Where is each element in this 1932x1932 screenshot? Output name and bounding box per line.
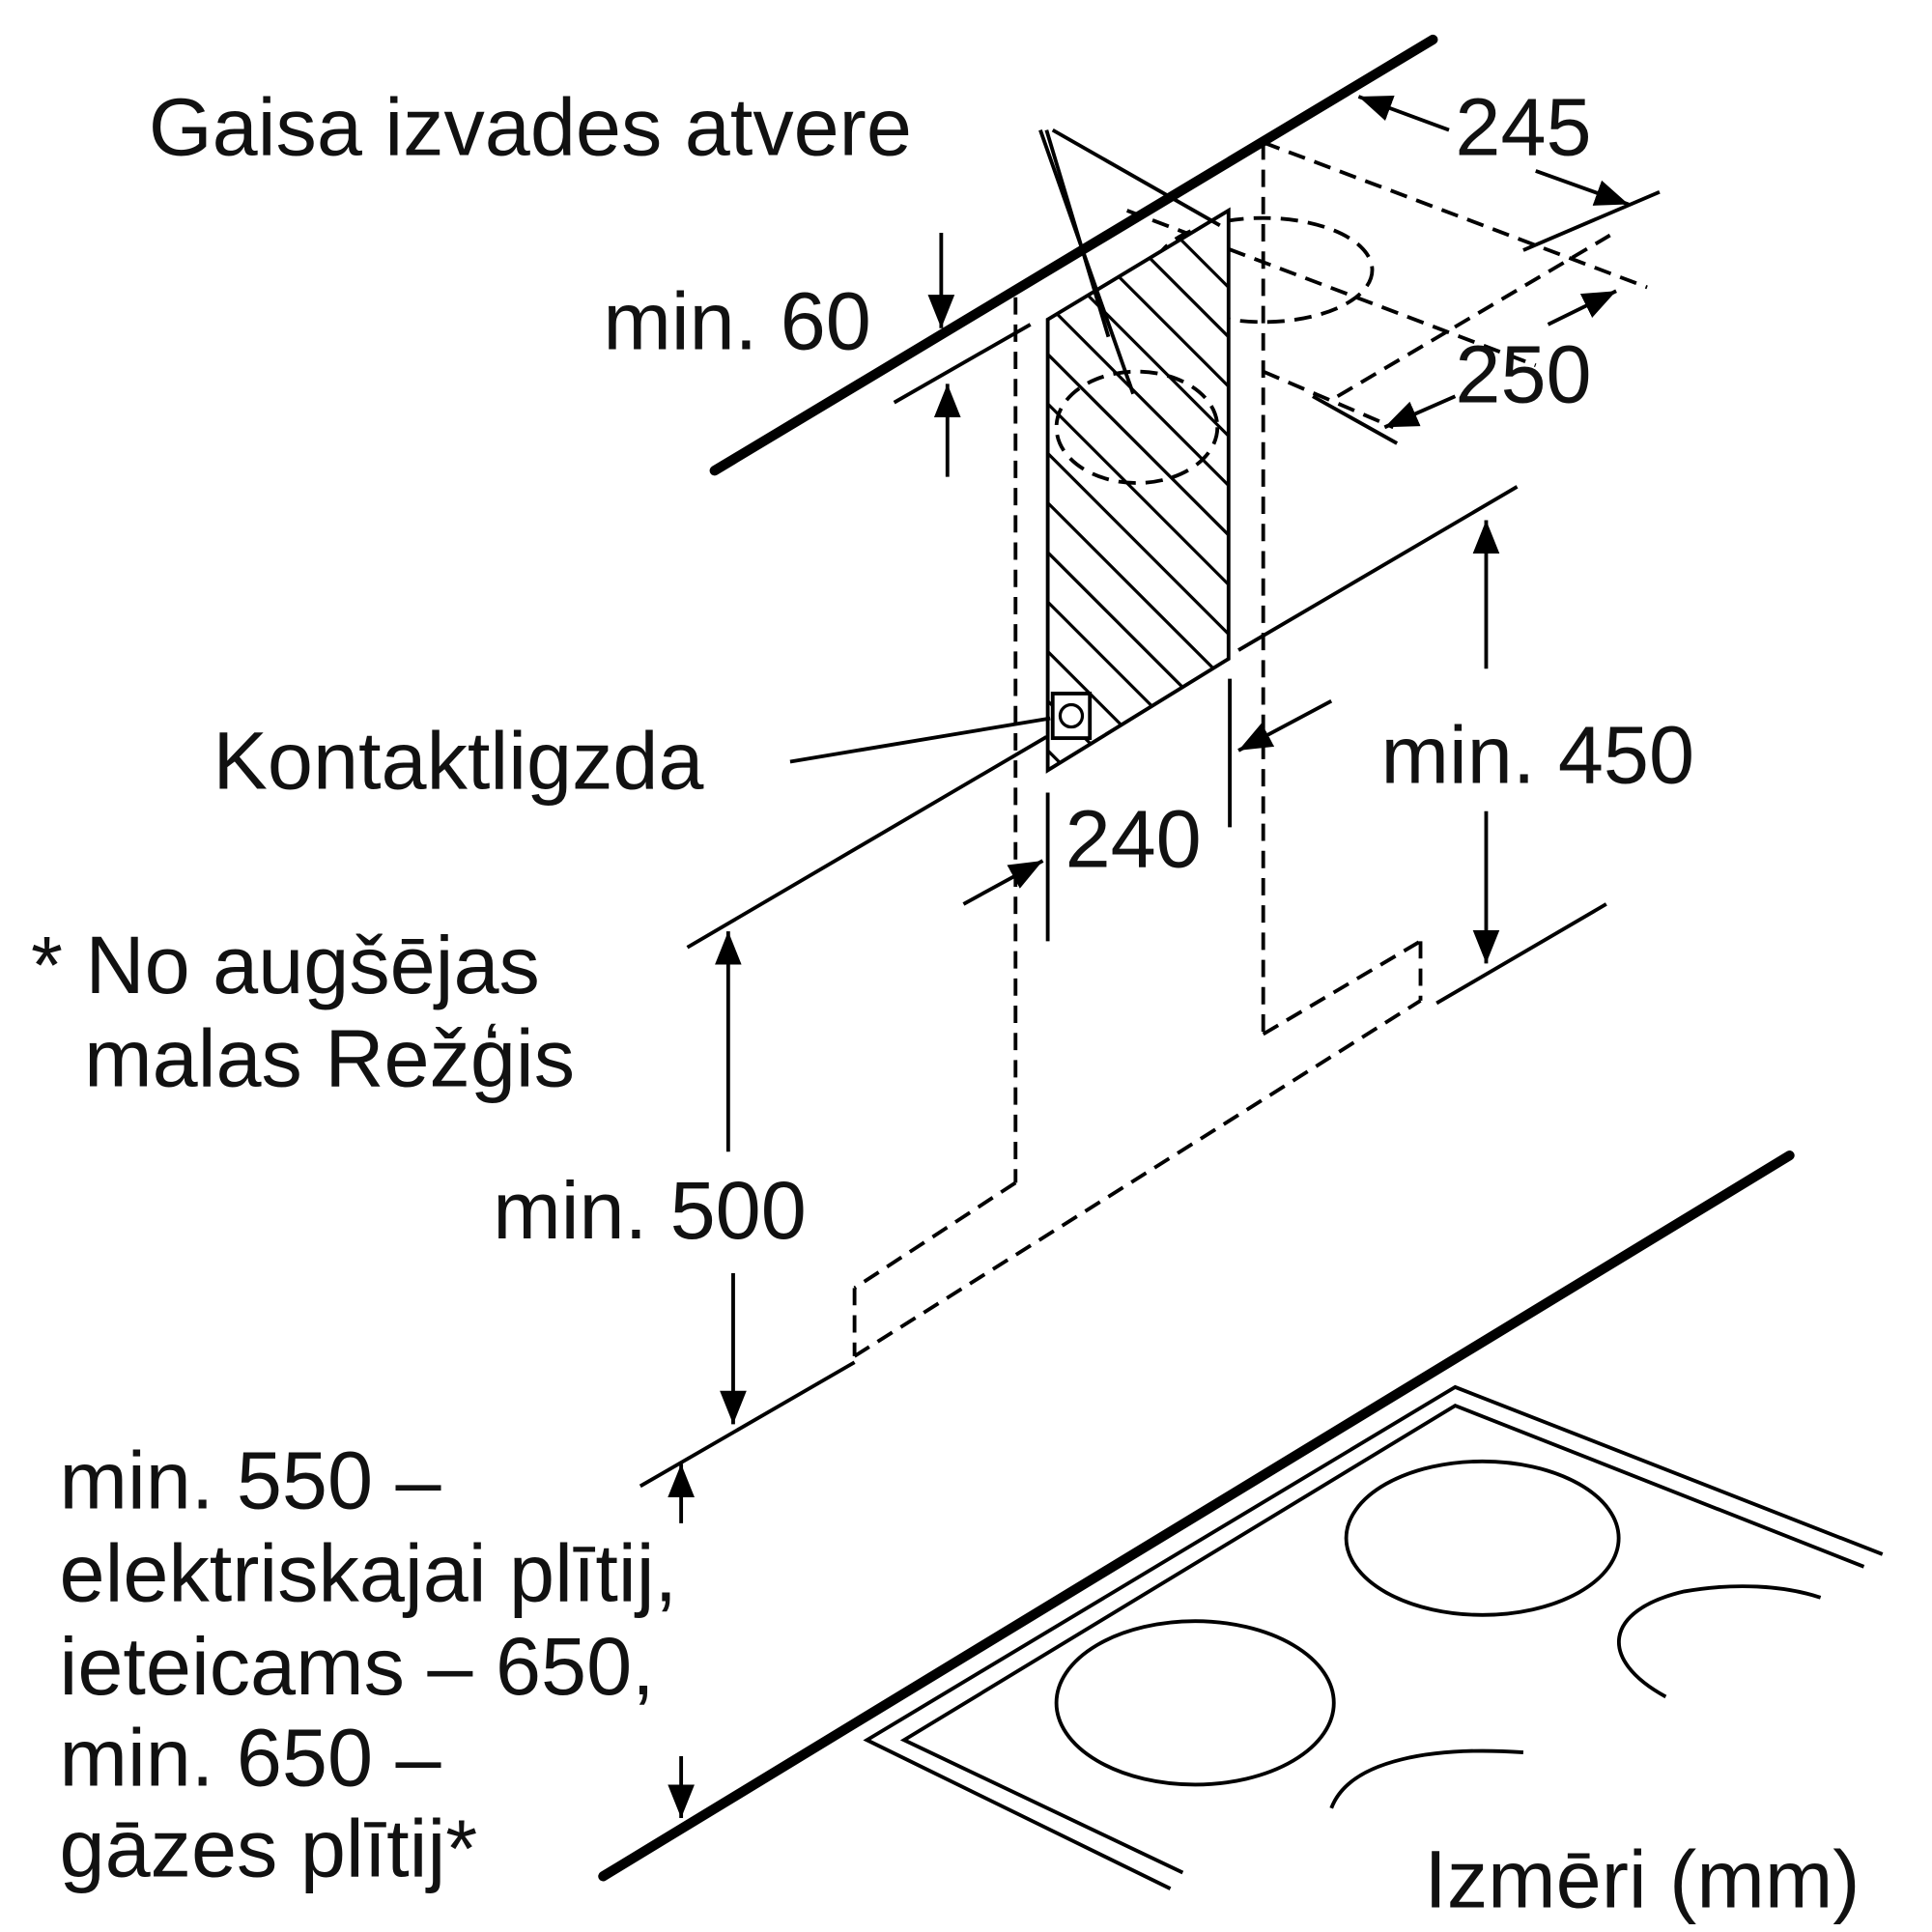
- hob-distance-line-4: min. 650 –: [60, 1712, 442, 1804]
- hob-distance-line-2: elektriskajai plītij,: [60, 1527, 677, 1619]
- note-line-2: malas Režģis: [84, 1011, 575, 1103]
- note-line-1: * No augšējas: [31, 919, 540, 1010]
- dimension-240: 240: [1065, 792, 1202, 884]
- dimension-min-450: min. 450: [1380, 708, 1694, 800]
- air-outlet-label: Gaisa izvades atvere: [149, 80, 912, 172]
- countertop-line: [598, 1151, 1795, 1882]
- socket-label: Kontaktligzda: [213, 715, 705, 807]
- hob-distance-line-3: ieteicams – 650,: [60, 1620, 655, 1712]
- units-label: Izmēri (mm): [1424, 1833, 1860, 1924]
- hob-distance-line-1: min. 550 –: [60, 1435, 442, 1526]
- hob-illustration: [863, 1384, 1884, 1890]
- duct-outline-dashed: [852, 140, 1648, 1358]
- dimension-lines: [639, 95, 1661, 1819]
- dimension-min-500: min. 500: [493, 1164, 807, 1256]
- dimension-245: 245: [1455, 80, 1591, 172]
- ceiling-line: [709, 34, 1438, 476]
- dimension-250: 250: [1455, 328, 1591, 420]
- socket-icon: [1050, 692, 1093, 741]
- hatched-installation-area: [1045, 207, 1231, 774]
- leader-lines: [789, 128, 1221, 764]
- hob-distance-line-5: gāzes plītij*: [60, 1802, 478, 1893]
- dimension-min-60: min. 60: [603, 275, 870, 367]
